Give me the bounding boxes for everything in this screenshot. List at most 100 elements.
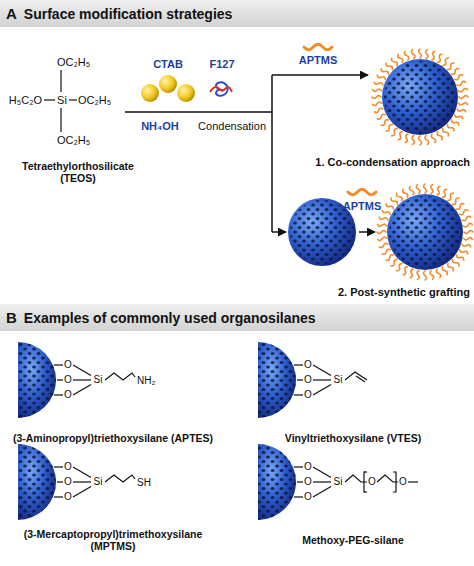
silica-sphere <box>387 194 463 270</box>
bond-line <box>408 481 418 482</box>
aminopropyl-chain <box>403 267 407 275</box>
ctab-micelle <box>141 84 159 102</box>
reagent-label: CTAB <box>153 58 183 71</box>
reagent-label: APTMS <box>343 200 382 213</box>
aminopropyl-chain <box>442 267 447 275</box>
aminopropyl-chain <box>462 244 471 247</box>
reagent-label: NH₄OH <box>141 120 179 133</box>
aminopropyl-chain <box>457 204 464 210</box>
bond-line <box>294 466 303 467</box>
bond-line <box>73 365 91 376</box>
atom-label: Si <box>94 374 103 386</box>
silane-name: (3-Mercaptopropyl)trimethoxysilane (MPTM… <box>6 528 221 552</box>
panel-title: Surface modification strategies <box>24 6 233 22</box>
bond-line <box>60 108 61 132</box>
aminopropyl-chain <box>386 125 392 131</box>
aminopropyl-chain <box>403 189 408 197</box>
bond-line <box>105 373 135 380</box>
bond-line <box>393 472 396 492</box>
reagent-label: F127 <box>209 58 234 71</box>
bond-line <box>364 472 365 492</box>
aminopropyl-chain <box>437 186 440 195</box>
bond-line <box>125 111 272 113</box>
bond-line <box>364 471 367 472</box>
bond-line <box>294 496 303 497</box>
aminopropyl-chain <box>455 115 463 119</box>
bond-line <box>364 491 367 492</box>
aminopropyl-chain <box>457 255 464 260</box>
bond-line <box>54 466 63 467</box>
aminopropyl-chain <box>409 186 413 195</box>
bond-line <box>73 487 91 498</box>
aminopropyl-chain <box>424 184 427 193</box>
aminopropyl-chain <box>432 51 435 60</box>
aminopropyl-chain <box>437 132 442 140</box>
atom-label: O <box>304 389 312 401</box>
silane-name: Methoxy-PEG-silane <box>246 534 461 546</box>
silica-half-sphere <box>258 444 296 520</box>
aminopropyl-chain <box>417 271 419 280</box>
bond-line <box>73 467 91 478</box>
aminopropyl-chain <box>431 185 433 194</box>
silica-half-sphere <box>18 444 56 520</box>
panel-title: Examples of commonly used organosilanes <box>24 310 316 326</box>
step-label: Condensation <box>198 120 266 133</box>
aminopropyl-chain <box>419 136 422 145</box>
atom-label: O <box>304 476 312 488</box>
atom-label: O <box>304 374 312 386</box>
bond-line <box>272 74 368 76</box>
aminopropyl-chain <box>379 243 388 247</box>
f127-polymer <box>210 87 232 92</box>
aminopropyl-chain <box>397 264 402 271</box>
aminopropyl-chain <box>382 210 390 214</box>
aminopropyl-chain <box>464 231 473 234</box>
aminopropyl-chain <box>462 216 471 220</box>
ctab-micelle <box>159 75 177 93</box>
aminopropyl-chain <box>426 50 428 59</box>
approach-caption: 1. Co-condensation approach <box>315 156 470 169</box>
functional-group: SH <box>137 477 151 489</box>
aminopropyl-chain <box>464 238 473 240</box>
aminopropyl-chain <box>386 63 392 69</box>
aminopropyl-chain <box>398 132 402 140</box>
panel-letter: A <box>6 5 17 22</box>
bond-line <box>313 365 331 376</box>
aminopropyl-chain <box>386 255 393 261</box>
panel-header-band: B Examples of commonly used organosilanes <box>0 304 474 331</box>
aminopropyl-chain <box>457 81 466 85</box>
reagent-label: APTMS <box>299 54 338 67</box>
atom-label: O <box>64 461 72 473</box>
aminopropyl-chain <box>443 58 448 65</box>
aminopropyl-chain <box>386 204 393 209</box>
aminopropyl-chain <box>411 50 415 59</box>
aminopropyl-chain <box>378 224 387 226</box>
functional-group: O <box>368 476 376 488</box>
aminopropyl-chain <box>374 82 383 85</box>
bond-line <box>54 364 63 365</box>
aptms-symbol <box>348 189 376 194</box>
ethoxy-group: H₅C₂O <box>9 94 42 107</box>
bond-line <box>73 379 91 380</box>
panel-letter: B <box>6 309 17 326</box>
atom-label: O <box>304 491 312 503</box>
atom-label: O <box>64 359 72 371</box>
bond-line <box>57 481 63 482</box>
silane-name: Vinyltriethoxysilane (VTES) <box>246 432 461 444</box>
aminopropyl-chain <box>372 96 381 99</box>
silica-half-sphere <box>18 342 56 418</box>
aminopropyl-chain <box>452 120 459 125</box>
aminopropyl-chain <box>436 269 440 278</box>
panel-header-band: A Surface modification strategies <box>0 0 474 27</box>
bond-line <box>313 481 331 482</box>
bond-line <box>356 376 365 382</box>
atom-label: Si <box>94 476 103 488</box>
bond-line <box>294 364 303 365</box>
aminopropyl-chain <box>425 136 429 145</box>
bond-line <box>359 231 375 233</box>
aminopropyl-chain <box>459 96 468 99</box>
figure-panel: A Surface modification strategies <box>0 0 474 300</box>
aminopropyl-chain <box>398 54 403 62</box>
aminopropyl-chain <box>430 271 434 280</box>
aminopropyl-chain <box>377 231 386 234</box>
bond-line <box>57 379 63 380</box>
